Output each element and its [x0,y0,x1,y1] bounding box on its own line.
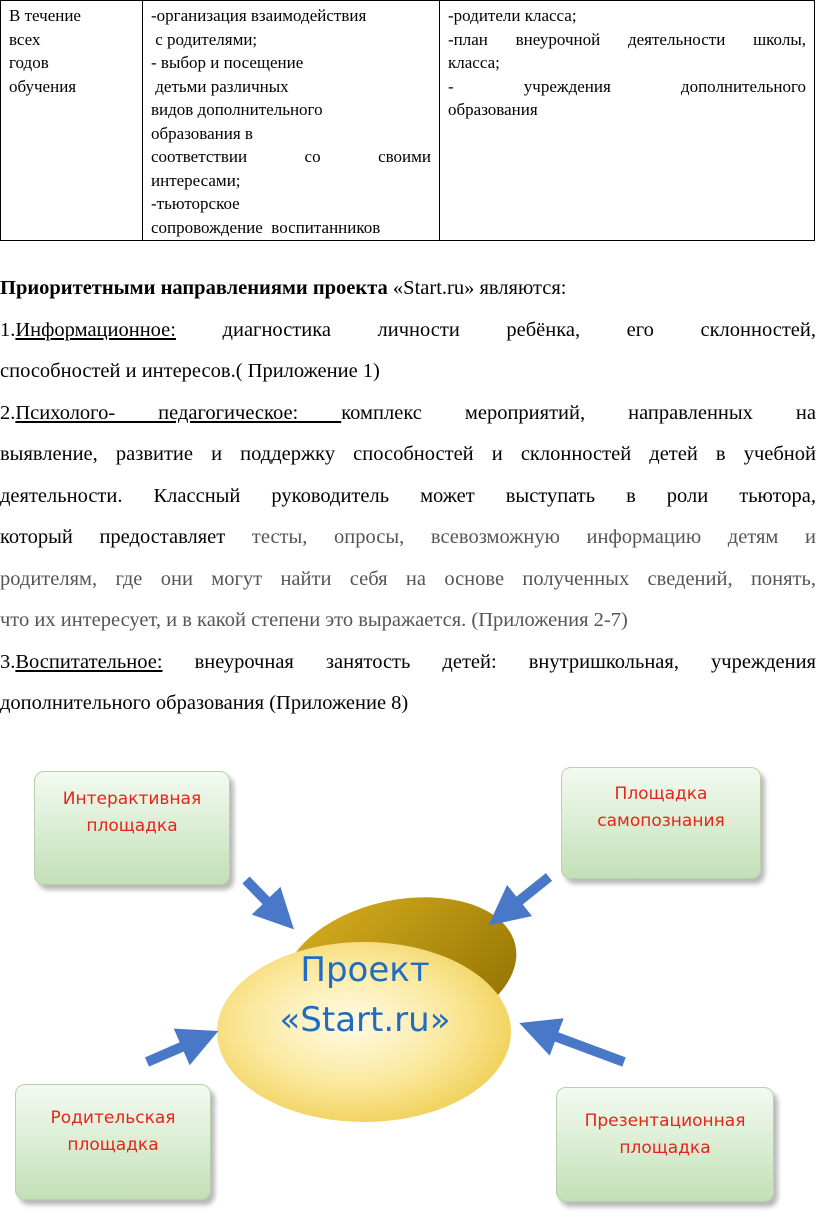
cell-text: - учреждения дополнительного [448,76,806,96]
line-text: внеурочная занятость детей: внутришкольн… [162,650,816,673]
cell-text: интересами; [151,170,241,190]
cell-text: сопровождение воспитанников [151,217,381,237]
direction-2: 2.Психолого- педагогическое: комплекс ме… [0,393,816,642]
line-text: дополнительного образования (Приложение … [0,692,409,714]
cell-text: -план внеурочной деятельности школы, [448,29,806,49]
line-text: выявление, развитие и поддержку способно… [0,443,816,465]
box-label: Площадка самопознания [597,781,724,835]
table-row: В течение всех годов обучения -организац… [0,0,815,241]
direction-heading: Воспитательное: [15,650,163,673]
cell-text: -организация взаимодействия [151,6,367,25]
cell-text: класса; [448,53,500,72]
box-label-line: площадка [619,1137,711,1158]
project-ellipse [217,942,511,1122]
project-diagram: Интерактивная площадка Площадка самопознан… [0,755,816,1222]
project-title-line: «Start.ru» [279,1000,451,1040]
line-text: диагностика личности ребёнка, его склонн… [175,318,816,341]
cell-text: образования в [151,123,253,143]
activity-table: В течение всех годов обучения -организац… [0,0,815,241]
box-label-line: площадка [67,1135,159,1155]
line-text: комплекс мероприятий, направленных на [341,401,816,424]
line-text: родителям, где они могут найти себя на о… [0,567,816,590]
box-label-line: площадка [86,816,178,836]
interactive-platform-box: Интерактивная площадка [34,771,230,885]
intro-bold: Приоритетными направлениями проекта [0,277,388,299]
direction-number: 2. [0,401,16,424]
cell-text: с родителями; [151,29,258,49]
box-label-line: самопознания [597,811,725,831]
box-label-line: Площадка [614,784,708,804]
intro-paragraph: Приоритетными направлениями проекта «Sta… [0,268,816,310]
direction-1: 1.Информационное: диагностика личности р… [0,310,816,393]
text-line: 3.Воспитательное: внеурочная занятость д… [0,642,816,684]
direction-heading: Информационное: [15,318,176,341]
project-title: Проект «Start.ru» [230,945,500,1045]
box-label: Интерактивная площадка [63,786,201,840]
self-knowledge-platform-box: Площадка самопознания [561,767,761,879]
participants-cell: -родители класса; -план внеурочной деяте… [439,0,815,241]
arrow-bottom-left [145,1028,219,1067]
cell-text: - выбор и посещение [151,53,304,72]
cell-text: В течение [9,6,81,25]
project-title-line: Проект [300,950,430,990]
line-text: деятельности. Классный руководитель може… [0,484,816,507]
cell-text: детьми различных [151,76,289,96]
line-text: способностей и интересов.( Приложение 1) [0,360,380,382]
box-label-line: Презентационная [584,1110,746,1131]
cell-text: образования [448,100,538,119]
directions-text: Приоритетными направлениями проекта «Sta… [0,268,816,725]
box-label-line: Родительская [50,1108,176,1128]
text-line: 1.Информационное: диагностика личности р… [0,310,816,352]
text-line: 2.Психолого- педагогическое: комплекс ме… [0,393,816,435]
parent-platform-box: Родительская площадка [15,1084,211,1200]
period-cell: В течение всех годов обучения [0,0,143,241]
cell-text: всех [9,29,41,49]
activities-cell: -организация взаимодействия с родителями… [142,0,440,241]
cell-text: годов [9,53,49,72]
direction-heading: Психолого- педагогическое: [15,401,342,424]
direction-number: 3. [0,650,16,673]
box-label: Родительская площадка [51,1105,176,1159]
cell-text: -родители класса; [448,6,577,25]
direction-number: 1. [0,318,16,341]
box-label-line: Интерактивная [62,789,202,809]
line-text: тесты, опросы, всевозможную информацию д… [225,526,816,548]
box-label: Презентационная площадка [585,1108,746,1162]
diagram-graphics [145,873,626,1122]
line-text: что их интересует, и в какой степени это… [0,609,628,631]
arrow-bottom-right [519,1018,626,1067]
arrow-top-left [242,876,294,930]
direction-3: 3.Воспитательное: внеурочная занятость д… [0,642,816,725]
cell-text: обучения [9,76,77,96]
cell-text: соответствии со своими [151,147,431,166]
arrow-top-right [488,873,553,926]
presentation-platform-box: Презентационная площадка [556,1087,774,1202]
intro-rest: «Start.ru» являются: [387,277,567,299]
line-text: который предоставляет [0,526,226,548]
text-line: который предоставляет тесты, опросы, все… [0,517,816,559]
cell-text: видов дополнительного [151,100,323,119]
cell-text: -тьюторское [151,194,240,213]
